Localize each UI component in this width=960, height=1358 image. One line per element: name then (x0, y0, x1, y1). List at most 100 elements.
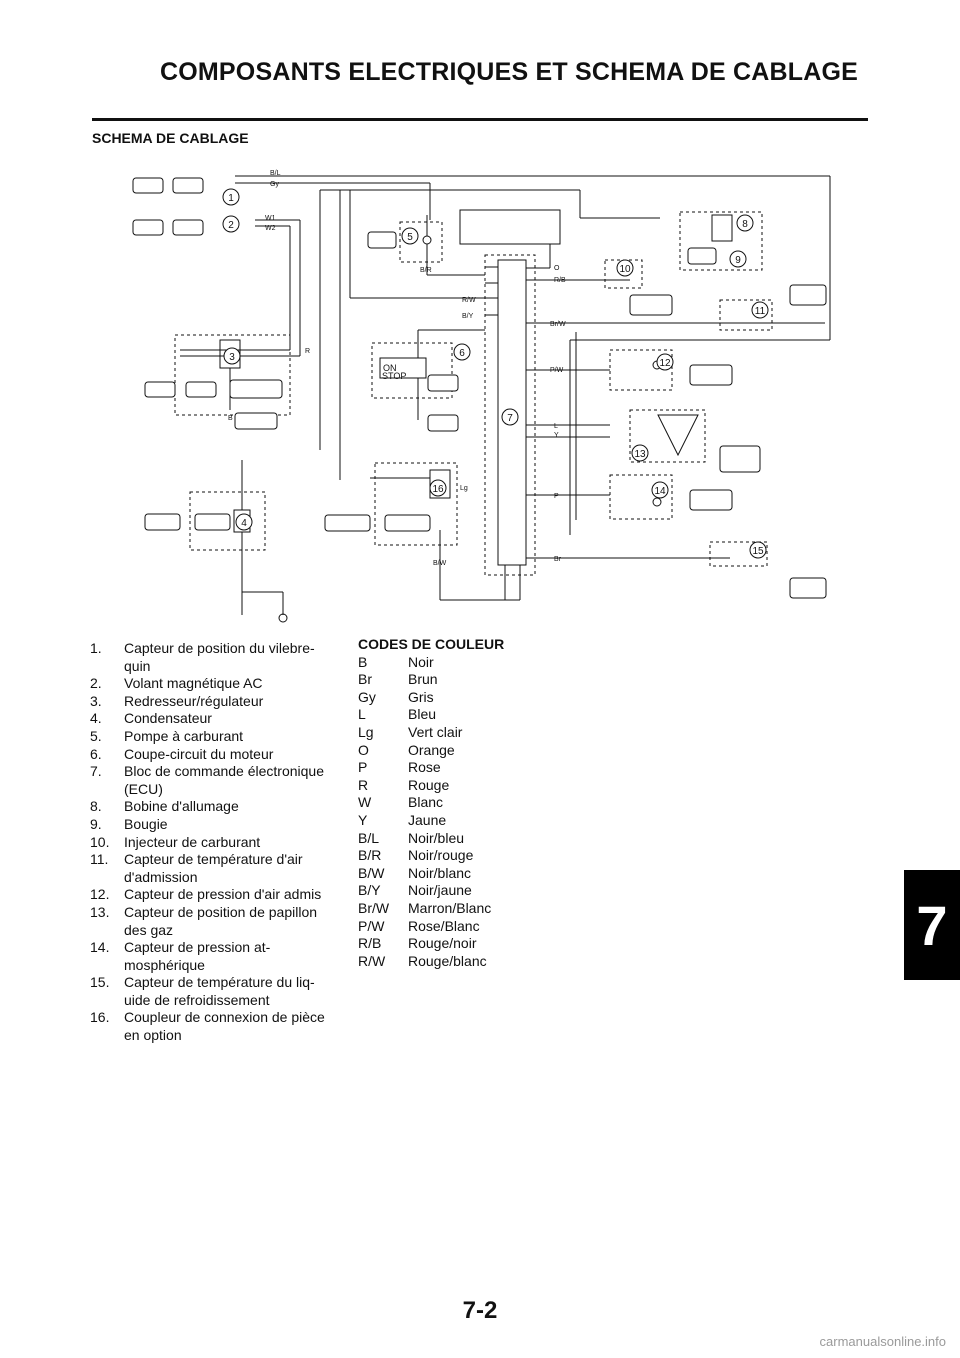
legend-item: 12.Capteur de pression d'air admis (90, 886, 322, 903)
page-number: 7-2 (462, 1297, 498, 1324)
connector-icon (132, 219, 164, 236)
svg-text:3: 3 (229, 352, 235, 363)
legend-item: 4.Condensateur (90, 710, 212, 727)
svg-text:Br/W: Br/W (550, 321, 566, 328)
connector-icon (427, 414, 459, 432)
svg-text:B/W: B/W (433, 560, 447, 567)
legend-item: 2.Volant magnétique AC (90, 675, 263, 692)
svg-text:R/W: R/W (462, 297, 476, 304)
legend-item: 5.Pompe à carburant (90, 727, 244, 744)
wiring-diagram: B/L Gy W1 W2 R B B/R R/W B/Y O R/B Br/W … (132, 170, 831, 623)
connector-icon (185, 381, 217, 398)
color-codes-heading: CODES DE COULEUR (358, 636, 505, 652)
svg-text:9: 9 (735, 255, 741, 266)
svg-text:10: 10 (619, 264, 631, 275)
svg-text:Lg: Lg (460, 485, 468, 492)
svg-text:8: 8 (742, 219, 748, 230)
svg-text:2: 2 (228, 220, 234, 231)
legend-item: 1.Capteur de position du vilebre-quin (90, 640, 315, 674)
title-rule (92, 118, 868, 121)
svg-text:15: 15 (752, 546, 764, 557)
svg-text:STOP: STOP (382, 371, 406, 381)
connector-icon (144, 381, 176, 398)
connector-icon (172, 177, 204, 194)
svg-text:P/W: P/W (550, 367, 564, 374)
svg-text:4: 4 (241, 518, 247, 529)
legend-item: 7.Bloc de commande électronique (ECU) (90, 763, 325, 797)
legend-item: 8.Bobine d'allumage (90, 798, 239, 815)
svg-text:14: 14 (654, 486, 666, 497)
connector-icon (427, 374, 459, 392)
legend-item: 11.Capteur de température d'air d'admiss… (90, 851, 303, 885)
connector-icon (132, 177, 164, 194)
chapter-tab: 7 (904, 870, 960, 980)
svg-text:B/R: B/R (420, 267, 432, 274)
svg-text:7: 7 (507, 413, 513, 424)
connector-icon (687, 247, 717, 265)
svg-text:W2: W2 (265, 225, 276, 232)
connector-icon (144, 513, 181, 531)
svg-text:5: 5 (407, 232, 413, 243)
legend-item: 6.Coupe-circuit du moteur (90, 745, 274, 762)
connector-icon (229, 379, 283, 399)
legend-item: 10.Injecteur de carburant (90, 833, 261, 850)
connector-icon (719, 445, 761, 473)
watermark: carmanualsonline.info (819, 1334, 946, 1349)
connector-icon (234, 412, 278, 430)
section-heading: SCHEMA DE CABLAGE (92, 130, 249, 146)
connector-icon (172, 219, 204, 236)
component-legend: 1.Capteur de position du vilebre-quin 2.… (90, 640, 340, 1045)
svg-text:Br: Br (554, 556, 562, 563)
svg-text:R: R (305, 348, 310, 355)
connector-icon (689, 489, 733, 511)
connector-icon (789, 577, 827, 599)
legend-item: 16.Coupleur de connexion de pièce en opt… (90, 1009, 325, 1044)
svg-text:L: L (554, 423, 558, 430)
svg-text:W1: W1 (265, 215, 276, 222)
svg-text:13: 13 (634, 449, 646, 460)
ecu-connector-icon (459, 209, 561, 245)
connector-icon (194, 513, 231, 531)
svg-text:12: 12 (659, 358, 671, 369)
svg-text:6: 6 (459, 348, 465, 359)
svg-text:ON: ON (383, 363, 397, 373)
connector-icon (324, 514, 371, 532)
svg-text:1: 1 (228, 193, 234, 204)
connector-icon (689, 364, 733, 386)
svg-text:Y: Y (554, 432, 559, 439)
svg-text:B: B (228, 415, 233, 422)
page-title: COMPOSANTS ELECTRIQUES ET SCHEMA DE CABL… (160, 58, 858, 86)
legend-item: 15.Capteur de température du liq-uide de… (90, 974, 315, 1008)
connector-icon (629, 294, 673, 316)
legend-item: 14.Capteur de pression at-mosphérique (90, 939, 271, 973)
svg-text:B/Y: B/Y (462, 313, 474, 320)
legend-item: 3.Redresseur/régulateur (90, 692, 264, 709)
legend-item: 13.Capteur de position de papillon des g… (90, 903, 318, 938)
connector-icon (789, 284, 827, 306)
svg-text:16: 16 (432, 484, 444, 495)
svg-text:O: O (554, 265, 560, 272)
svg-text:B/L: B/L (270, 170, 281, 177)
svg-text:P: P (554, 493, 559, 500)
svg-text:Gy: Gy (270, 181, 279, 188)
connector-icon (367, 231, 397, 249)
svg-text:11: 11 (755, 306, 766, 317)
svg-text:R/B: R/B (554, 277, 566, 284)
